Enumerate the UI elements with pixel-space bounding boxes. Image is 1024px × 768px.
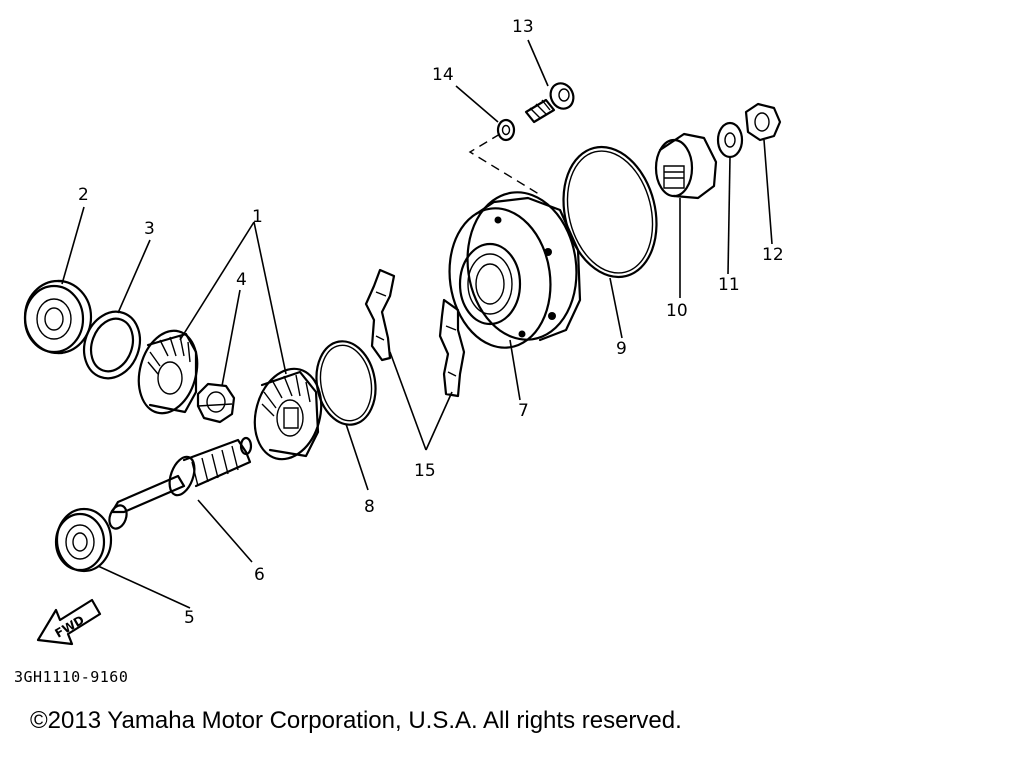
part-12-nut xyxy=(744,102,782,142)
part-15-clip-b xyxy=(438,298,466,398)
part-1-bevel-gear-b xyxy=(253,367,323,461)
part-15-clip-a xyxy=(364,268,396,362)
callout-12: 12 xyxy=(762,245,784,265)
callout-10: 10 xyxy=(666,301,688,321)
part-9-o-ring xyxy=(562,145,658,279)
copyright-notice: ©2013 Yamaha Motor Corporation, U.S.A. A… xyxy=(30,707,682,734)
part-6-shaft xyxy=(108,436,253,530)
part-5-bearing xyxy=(54,507,113,573)
part-10-coupler xyxy=(654,132,718,200)
callout-4: 4 xyxy=(236,270,247,290)
part-11-washer xyxy=(716,121,744,159)
diagram-code: 3GH1110-9160 xyxy=(14,668,129,686)
part-14-washer xyxy=(496,118,516,142)
part-7-housing xyxy=(448,191,582,349)
callout-14: 14 xyxy=(432,65,454,85)
callout-8: 8 xyxy=(364,497,375,517)
fwd-arrow-icon: FWD xyxy=(36,598,102,646)
part-2-bearing xyxy=(23,279,93,355)
callout-7: 7 xyxy=(518,401,529,421)
callout-13: 13 xyxy=(512,17,534,37)
callout-labels: 1 2 3 4 5 6 7 8 9 10 11 12 13 14 15 xyxy=(78,17,784,628)
part-8-o-ring xyxy=(315,340,377,426)
part-1-bevel-gear-a xyxy=(137,329,199,415)
callout-2: 2 xyxy=(78,185,89,205)
callout-11: 11 xyxy=(718,275,740,295)
part-3-washer xyxy=(82,310,142,380)
leader-lines xyxy=(61,39,773,609)
callout-9: 9 xyxy=(616,339,627,359)
callout-1: 1 xyxy=(252,207,263,227)
callout-3: 3 xyxy=(144,219,155,239)
assembly-path-line xyxy=(468,133,543,197)
callout-15: 15 xyxy=(414,461,436,481)
part-13-bolt xyxy=(524,82,575,124)
callout-6: 6 xyxy=(254,565,265,585)
part-4-nut xyxy=(196,382,236,424)
callout-5: 5 xyxy=(184,608,195,628)
